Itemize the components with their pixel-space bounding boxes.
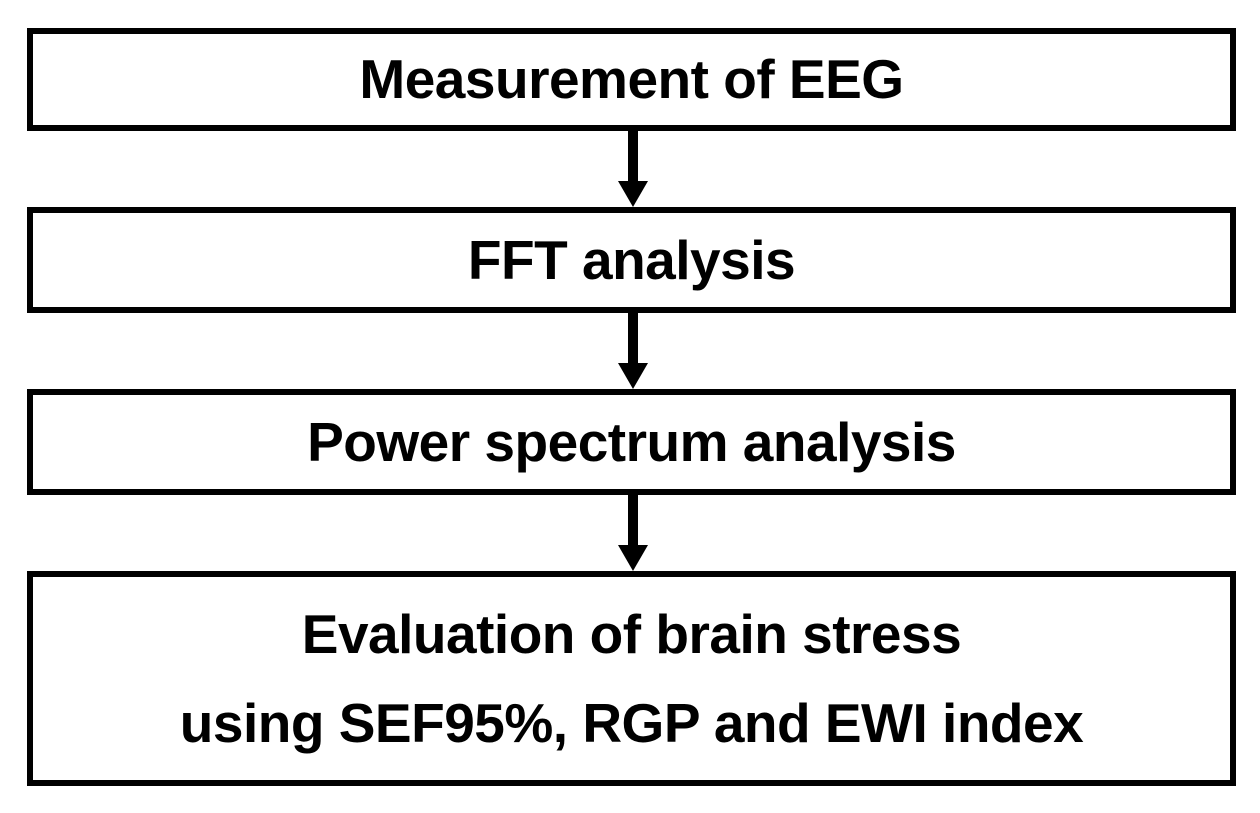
- node-label: FFT analysis: [467, 228, 796, 291]
- arrow-stem: [628, 131, 638, 181]
- down-arrow-icon: [618, 495, 648, 571]
- flowchart-node-fft-analysis: FFT analysis: [27, 207, 1236, 313]
- down-arrow-icon: [618, 131, 648, 207]
- arrow-stem: [628, 313, 638, 363]
- down-arrow-icon: [618, 313, 648, 389]
- node-label-line-2: using SEF95%, RGP and EWI index: [179, 691, 1084, 754]
- flowchart-node-measurement-of-eeg: Measurement of EEG: [27, 28, 1236, 131]
- arrow-stem: [628, 495, 638, 545]
- node-label: Power spectrum analysis: [307, 410, 956, 473]
- arrow-head: [618, 363, 648, 389]
- arrow-head: [618, 181, 648, 207]
- arrow-head: [618, 545, 648, 571]
- flowchart-node-evaluation-of-brain-stress: Evaluation of brain stress using SEF95%,…: [27, 571, 1236, 786]
- node-label: Measurement of EEG: [359, 48, 904, 110]
- node-label-line-1: Evaluation of brain stress: [301, 602, 962, 665]
- flowchart-node-power-spectrum-analysis: Power spectrum analysis: [27, 389, 1236, 495]
